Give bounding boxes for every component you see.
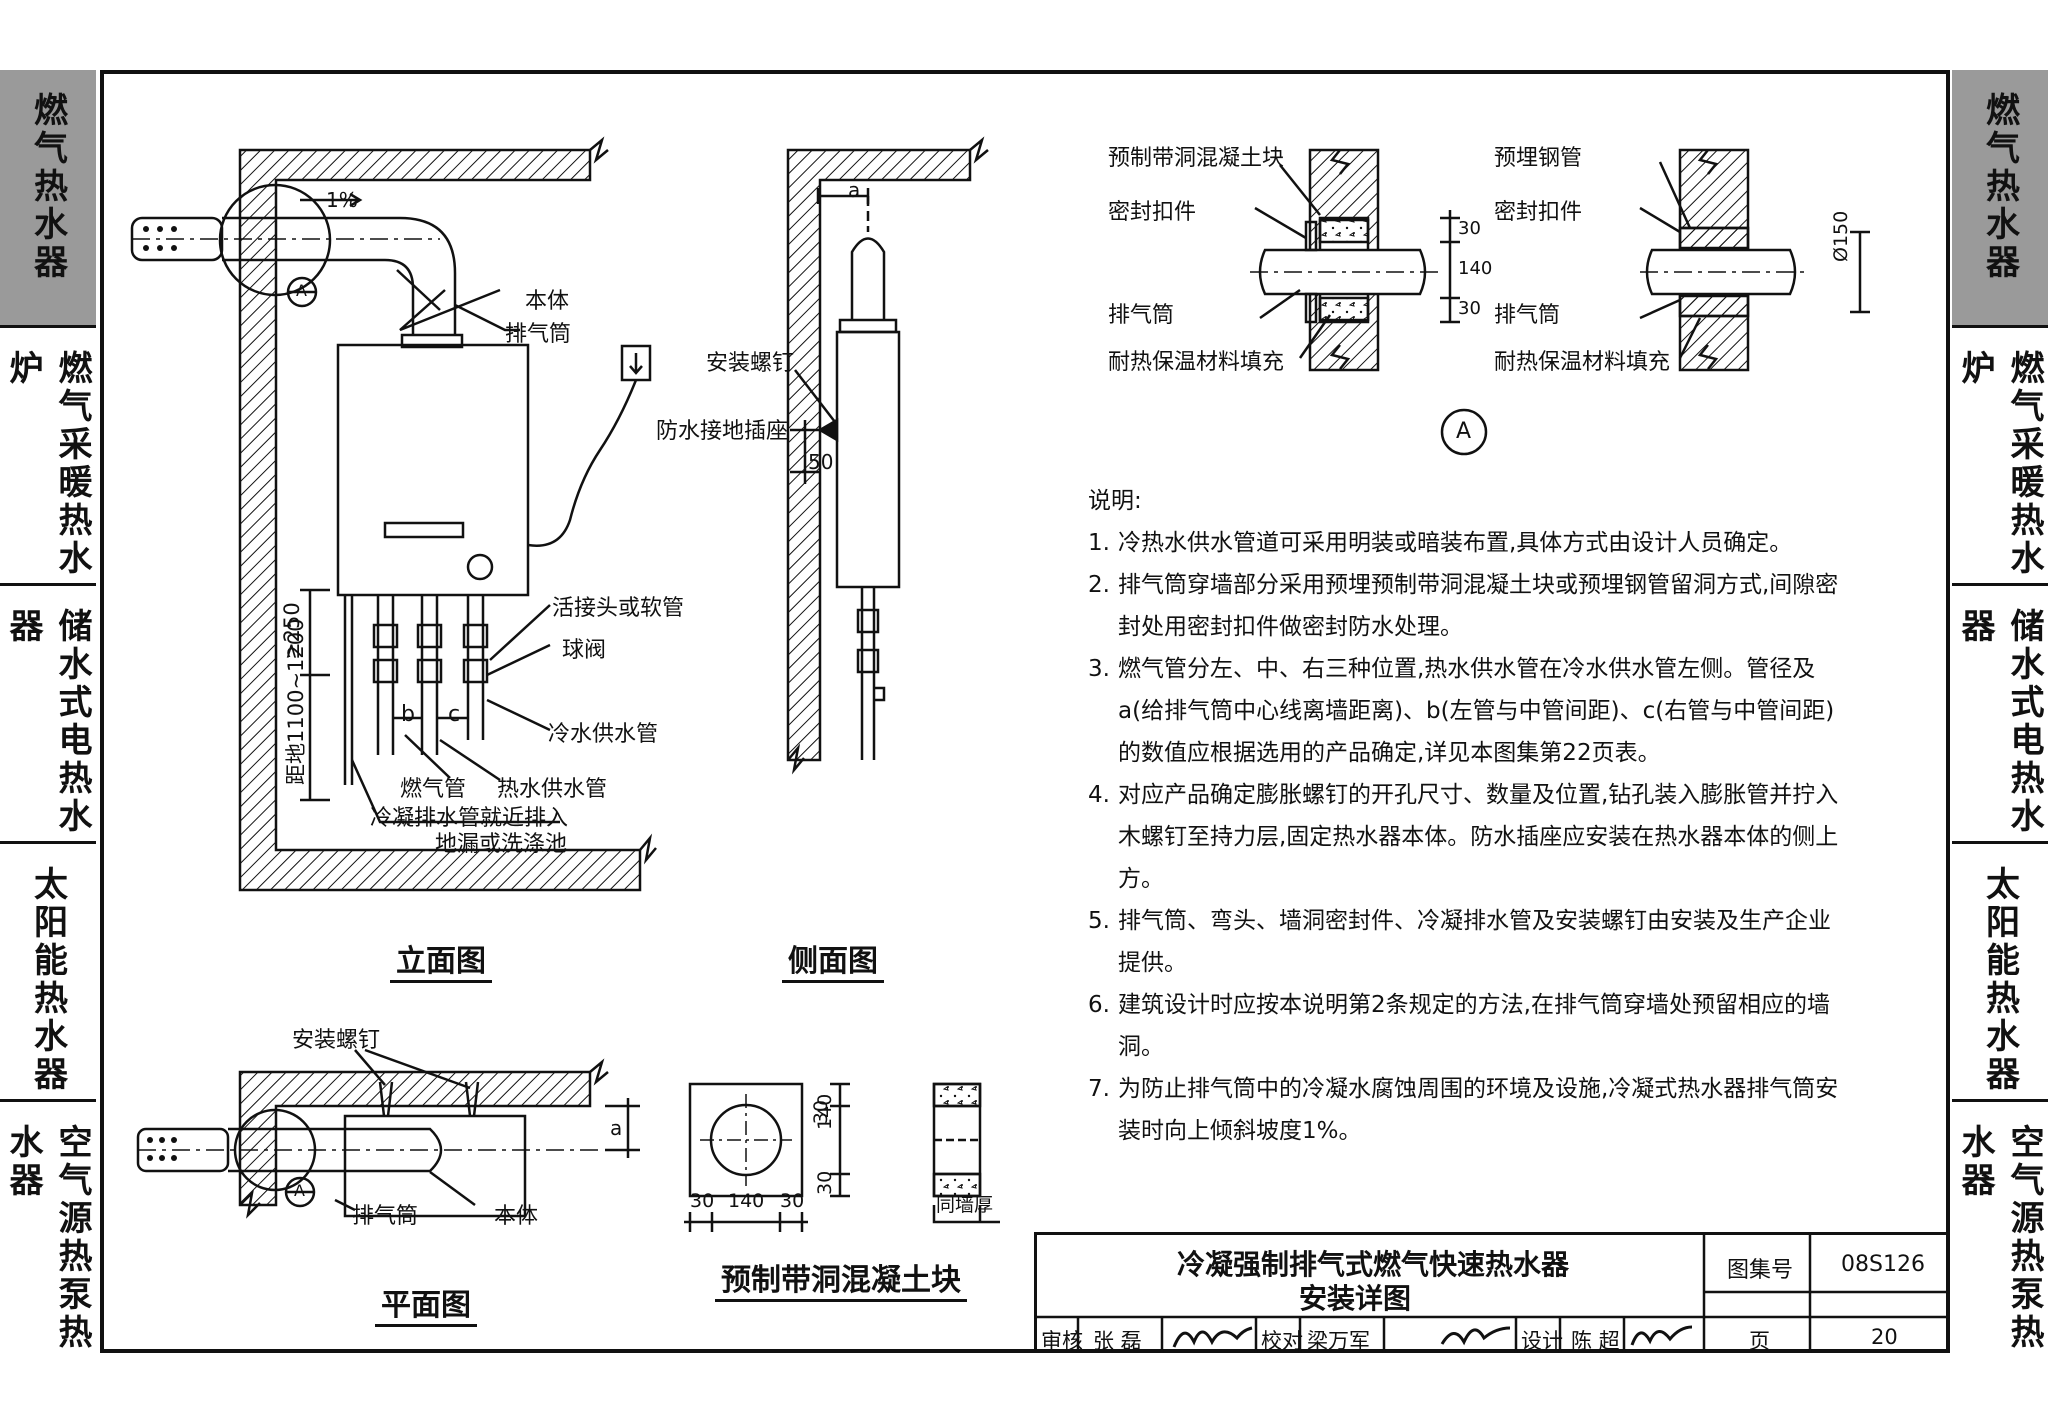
signature-marks [1172, 1325, 1693, 1348]
detail-block-label: 预制带洞混凝土块 [1108, 146, 1285, 171]
detail-callout-elev: A [296, 281, 307, 300]
page-label: 页 [1749, 1329, 1770, 1353]
plan-view [136, 1048, 640, 1219]
side-dim-50: 50 [808, 450, 834, 474]
page-number: 20 [1871, 1325, 1898, 1349]
detail-callout-plan: A [294, 1181, 305, 1200]
block-wall-label: 同墙厚 [936, 1194, 994, 1216]
body-label: 本体 [525, 289, 570, 314]
drawing-frame [100, 70, 1950, 1353]
plan-screw-label: 安装螺钉 [292, 1028, 381, 1053]
detail-fill-label-right: 耐热保温材料填充 [1494, 350, 1671, 375]
note-item: 7.为防止排气筒中的冷凝水腐蚀周围的环境及设施,冷凝式热水器排气筒安装时向上倾斜… [1088, 1076, 1839, 1144]
detail-seal-label-right: 密封扣件 [1494, 200, 1583, 225]
side-view [786, 136, 989, 775]
design-name: 陈 超 [1571, 1329, 1620, 1353]
plan-body-label: 本体 [494, 1204, 539, 1229]
ball-valve-label: 球阀 [562, 638, 607, 663]
block-dim-30b: 30 [814, 1170, 836, 1195]
elevation-view [130, 136, 657, 892]
flue-vertical [850, 237, 886, 320]
block-dim-30-h2: 30 [780, 1190, 805, 1212]
detail-dia-label: Ø150 [1830, 210, 1852, 262]
tab-storage-electric[interactable]: 储水式电热水器 [0, 586, 96, 844]
detail-dim-140: 140 [1458, 258, 1493, 279]
tab-solar[interactable]: 太阳能热水器 [0, 844, 96, 1102]
tab-gas-boiler[interactable]: 燃气采暖热水炉 [0, 328, 96, 586]
detail-a [1250, 148, 1870, 456]
gas-pipe-label: 燃气管 [400, 777, 467, 802]
notes-section: 说明: 1.冷热水供水管道可采用明装或暗装布置,具体方式由设计人员确定。 2.排… [1088, 480, 1848, 1152]
note-item: 1.冷热水供水管道可采用明装或暗装布置,具体方式由设计人员确定。 [1088, 530, 1793, 556]
tab-storage-electric-right[interactable]: 储水式电热水器 [1952, 586, 2048, 844]
dim-b: b [401, 702, 415, 727]
detail-fill-label-left: 耐热保温材料填充 [1108, 350, 1285, 375]
block-dim-140-h: 140 [728, 1190, 765, 1212]
block-dim-140v: 140 [814, 1093, 836, 1130]
note-item: 6.建筑设计时应按本说明第2条规定的方法,在排气筒穿墙处预留相应的墙洞。 [1088, 992, 1830, 1060]
detail-flue-label-right: 排气筒 [1494, 303, 1561, 328]
slope-label: 1% [326, 188, 358, 212]
notes-heading: 说明: [1088, 488, 1142, 514]
drain-label-1: 冷凝排水管就近排入 [370, 806, 569, 831]
tab-gas-boiler-right[interactable]: 燃气采暖热水炉 [1952, 328, 2048, 586]
elevation-title: 立面图 [390, 936, 492, 983]
review-name: 张 磊 [1093, 1329, 1142, 1353]
drawing-title-line1: 冷凝强制排气式燃气快速热水器 [1177, 1248, 1570, 1281]
plan-view-title: 平面图 [375, 1280, 477, 1327]
atlas-no-label: 图集号 [1727, 1258, 1794, 1283]
detail-a-mark: A [1456, 419, 1472, 444]
drain-label-2: 地漏或洗涤池 [435, 832, 568, 857]
heater-body [336, 343, 530, 597]
flue-label: 排气筒 [505, 322, 572, 347]
right-tab-strip: 燃气热水器 燃气采暖热水炉 储水式电热水器 太阳能热水器 空气源热泵热水器 [1952, 70, 2048, 1353]
block-view-title: 预制带洞混凝土块 [715, 1255, 967, 1302]
note-item: 4.对应产品确定膨胀螺钉的开孔尺寸、数量及位置,钻孔装入膨胀管并拧入木螺钉至持力… [1088, 782, 1839, 892]
connection-pipes [343, 595, 489, 785]
side-screw-label: 安装螺钉 [706, 351, 795, 376]
drawing-title-line2: 安装详图 [1299, 1282, 1412, 1315]
plan-dim-a: a [610, 1116, 623, 1140]
socket-label: 防水接地插座 [656, 419, 789, 444]
title-block: 冷凝强制排气式燃气快速热水器 安装详图 图集号 08S126 审核 张 磊 校对… [1034, 1232, 1950, 1353]
block-dim-30-h: 30 [690, 1190, 715, 1212]
heater-body-plan [343, 1114, 527, 1218]
left-tab-strip: 燃气热水器 燃气采暖热水炉 储水式电热水器 太阳能热水器 空气源热泵热水器 [0, 70, 96, 1353]
check-label: 校对 [1261, 1329, 1303, 1353]
detail-dim-30b: 30 [1458, 298, 1481, 319]
review-label: 审核 [1041, 1329, 1083, 1353]
tab-solar-right[interactable]: 太阳能热水器 [1952, 844, 2048, 1102]
dim-c: c [448, 702, 461, 727]
detail-flue-label-left: 排气筒 [1108, 303, 1175, 328]
atlas-no-value: 08S126 [1841, 1252, 1925, 1277]
side-view-title: 侧面图 [782, 936, 884, 983]
tab-heat-pump[interactable]: 空气源热泵热水器 [3, 1124, 92, 1352]
detail-dim-30a: 30 [1458, 218, 1481, 239]
detail-steel-pipe-label: 预埋钢管 [1494, 146, 1583, 171]
min-dim-label: ≥250 [280, 602, 304, 660]
note-item: 3.燃气管分左、中、右三种位置,热水供水管在冷水供水管左侧。管径及a(给排气筒中… [1088, 656, 1835, 766]
tab-heat-pump-right[interactable]: 空气源热泵热水器 [1955, 1124, 2044, 1352]
block-view [684, 1082, 1000, 1232]
plan-flue-label: 排气筒 [352, 1204, 419, 1229]
detail-seal-label-left: 密封扣件 [1108, 200, 1197, 225]
side-dim-a: a [848, 178, 861, 202]
check-name: 梁万军 [1307, 1329, 1370, 1353]
tab-gas-water-heater-right[interactable]: 燃气热水器 [1952, 70, 2048, 328]
note-item: 2.排气筒穿墙部分采用预埋预制带洞混凝土块或预埋钢管留洞方式,间隙密封处用密封扣… [1088, 572, 1839, 640]
design-label: 设计 [1521, 1329, 1563, 1353]
union-label: 活接头或软管 [552, 596, 685, 621]
note-item: 5.排气筒、弯头、墙洞密封件、冷凝排水管及安装螺钉由安装及生产企业提供。 [1088, 908, 1831, 976]
tab-gas-water-heater[interactable]: 燃气热水器 [0, 70, 96, 328]
hot-pipe-label: 热水供水管 [497, 777, 608, 802]
heater-body-side [835, 330, 901, 589]
cold-pipe-label: 冷水供水管 [548, 722, 659, 747]
